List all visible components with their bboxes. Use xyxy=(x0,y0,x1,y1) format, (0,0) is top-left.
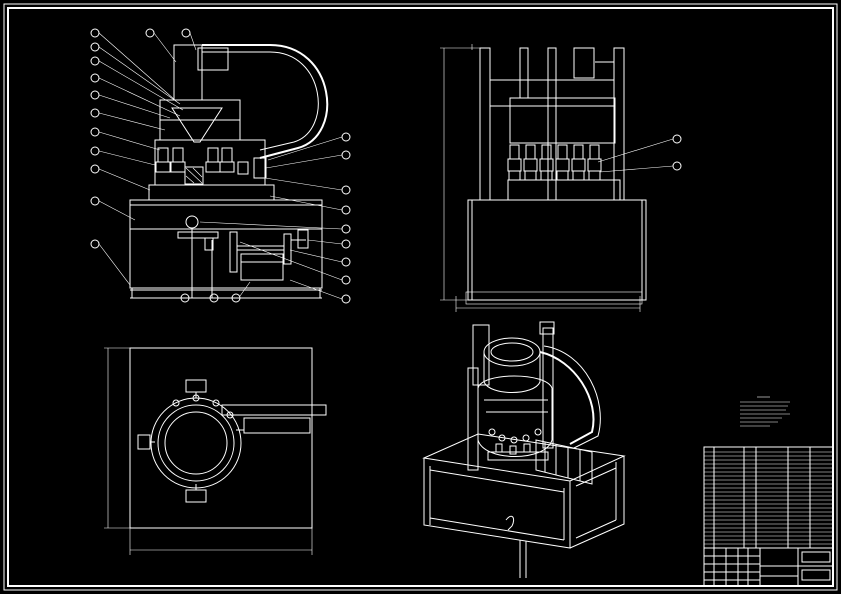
iso-rotor xyxy=(477,375,553,457)
top-base-outline xyxy=(129,347,313,529)
inner-border xyxy=(7,7,834,587)
front-base-plate xyxy=(129,204,323,230)
front-motor xyxy=(240,253,284,281)
iso-hose xyxy=(539,351,595,445)
outer-border xyxy=(3,3,838,591)
front-balloons-bottom xyxy=(180,281,251,303)
top-view xyxy=(104,347,327,555)
front-gear xyxy=(185,215,199,229)
front-balloons-left xyxy=(90,28,197,286)
isometric-view xyxy=(422,321,626,578)
side-base xyxy=(467,199,647,301)
parts-list-table xyxy=(703,446,834,587)
iso-bowl xyxy=(483,337,541,367)
iso-motor-knob xyxy=(505,515,515,531)
front-cylinder xyxy=(197,47,229,71)
top-bowl xyxy=(164,411,228,475)
front-cone xyxy=(171,107,223,143)
front-hose xyxy=(202,44,329,159)
front-section-view xyxy=(90,28,351,304)
side-post-left xyxy=(479,47,491,201)
title-block-number-cell xyxy=(801,569,831,581)
front-base-frame xyxy=(129,199,323,289)
title-block xyxy=(704,547,833,586)
side-head xyxy=(509,97,616,144)
front-balloons-right xyxy=(199,132,351,304)
title-block-name-cell xyxy=(801,551,831,563)
technical-notes xyxy=(740,396,790,427)
front-turntable xyxy=(148,184,275,201)
top-arm xyxy=(221,404,327,416)
side-view xyxy=(440,44,682,312)
front-column xyxy=(173,44,203,101)
